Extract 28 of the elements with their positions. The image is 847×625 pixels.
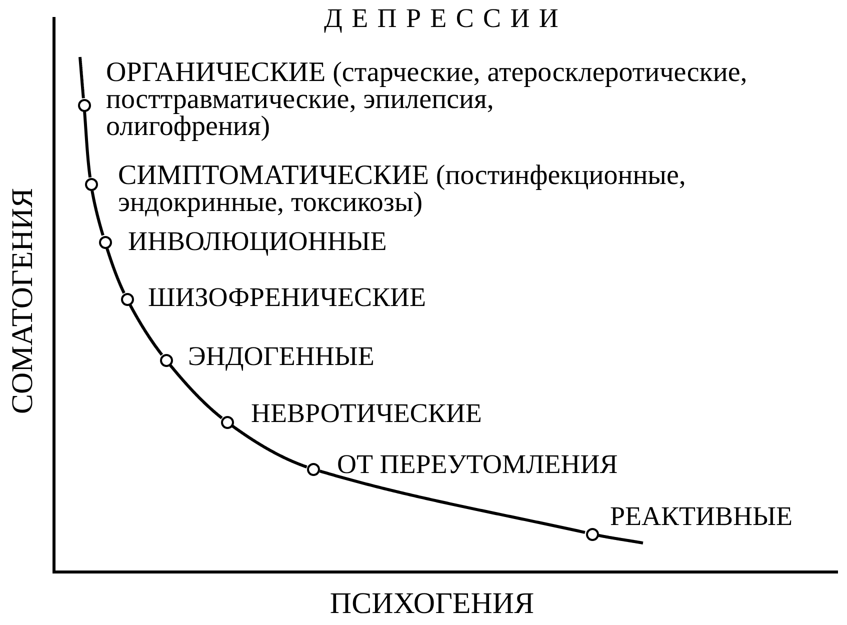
point-marker (220, 416, 234, 428)
point-label: ЭНДОГЕННЫЕ (188, 343, 374, 370)
point-label: РЕАКТИВНЫЕ (610, 503, 793, 530)
curve-segment (83, 110, 92, 178)
axis-label: ПСИХОГЕНИЯ (330, 588, 534, 620)
curve-segment (78, 56, 85, 100)
point-marker (306, 462, 320, 476)
point-label: ШИЗОФРЕНИЧЕСКИЕ (148, 284, 426, 311)
point-marker (98, 236, 112, 248)
point-label: ОТ ПЕРЕУТОМЛЕНИЯ (337, 451, 618, 478)
point-label: СИМПТОМАТИЧЕСКИЕ (постинфекционные, эндокринные, токсикозы) (118, 162, 686, 216)
point-marker (586, 528, 598, 540)
point-marker (120, 292, 134, 306)
point-marker (160, 354, 172, 366)
curve-segment (168, 364, 223, 420)
point-label: ИНВОЛЮЦИОННЫЕ (128, 228, 387, 255)
curve-segment (106, 247, 126, 294)
axis-label: СОМАТОГЕНИЯ (7, 188, 39, 414)
point-label: НЕВРОТИЧЕСКИЕ (251, 400, 482, 427)
point-label: ОРГАНИЧЕСКИЕ (старческие, атеросклеротические, посттравматические, эпилепсия, олигофрения) (106, 59, 748, 140)
curve-segment (598, 534, 644, 544)
curve-segment (319, 470, 586, 534)
diagram-title: ДЕПРЕССИИ (324, 2, 568, 34)
curve-segment (231, 424, 308, 468)
point-marker (78, 98, 90, 112)
curve-segment (128, 304, 164, 356)
point-marker (84, 178, 98, 190)
curve-segment (90, 190, 104, 236)
